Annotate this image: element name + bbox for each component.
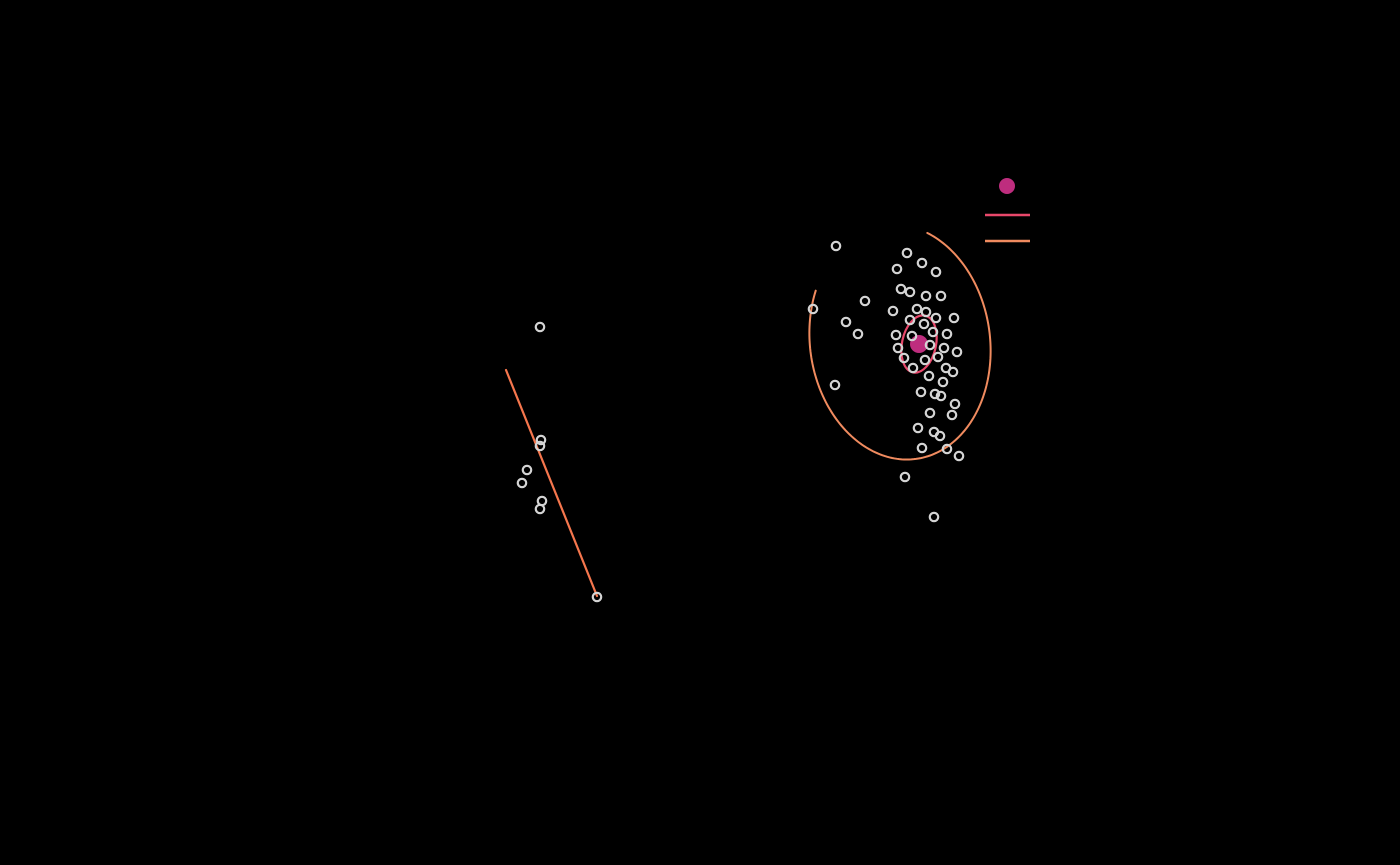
scatter-point [924,339,936,351]
scatter-point [949,398,961,410]
scatter-point [916,257,928,269]
scatter-point [807,303,819,315]
scatter-point [534,503,546,515]
scatter-point [929,388,941,400]
scatter-point [901,247,913,259]
scatter-point [516,477,528,489]
scatter-point [919,354,931,366]
scatter-point [920,306,932,318]
scatter-point [891,263,903,275]
scatter-point [912,422,924,434]
scatter-point [938,342,950,354]
scatter-point [904,314,916,326]
scatter-point [941,443,953,455]
scatter-point [924,407,936,419]
scatter-point [890,329,902,341]
scatter-point [937,376,949,388]
secondary-ellipse-segment [504,368,599,598]
scatter-point [887,305,899,317]
scatter-point [840,316,852,328]
scatter-point [895,283,907,295]
scatter-point [898,352,910,364]
scatter-point [947,366,959,378]
scatter-point [534,440,546,452]
scatter-point [829,379,841,391]
scatter-point [918,318,930,330]
scatter-point [930,312,942,324]
scatter-point [830,240,842,252]
scatter-point [904,286,916,298]
scatter-point [852,328,864,340]
scatter-point [951,346,963,358]
scatter-point [591,591,603,603]
legend-entry[interactable] [999,178,1015,194]
scatter-point [899,471,911,483]
scatter-point [907,362,919,374]
scatter-point [948,312,960,324]
scatter-point [935,290,947,302]
scatter-point [928,511,940,523]
scatter-point [953,450,965,462]
scatter-point [935,390,947,402]
scatter-point [535,434,547,446]
scatter-point [941,328,953,340]
scatter-point [892,342,904,354]
confidence-ellipse-large [808,231,992,461]
legend [985,178,1030,243]
scatter-point [521,464,533,476]
scatter-point [906,330,918,342]
scatter-point [946,409,958,421]
legend-centroid-marker-swatch [999,178,1015,194]
scatter-points-layer [516,240,965,603]
scatter-point [934,430,946,442]
scatter-point [923,370,935,382]
scatter-point [916,442,928,454]
scatter-point [932,351,944,363]
scatter-point [915,386,927,398]
scatter-point [859,295,871,307]
scatter-point [930,266,942,278]
scatter-point [927,326,939,338]
scatter-point [911,303,923,315]
scatter-point [534,321,546,333]
scatter-point [920,290,932,302]
